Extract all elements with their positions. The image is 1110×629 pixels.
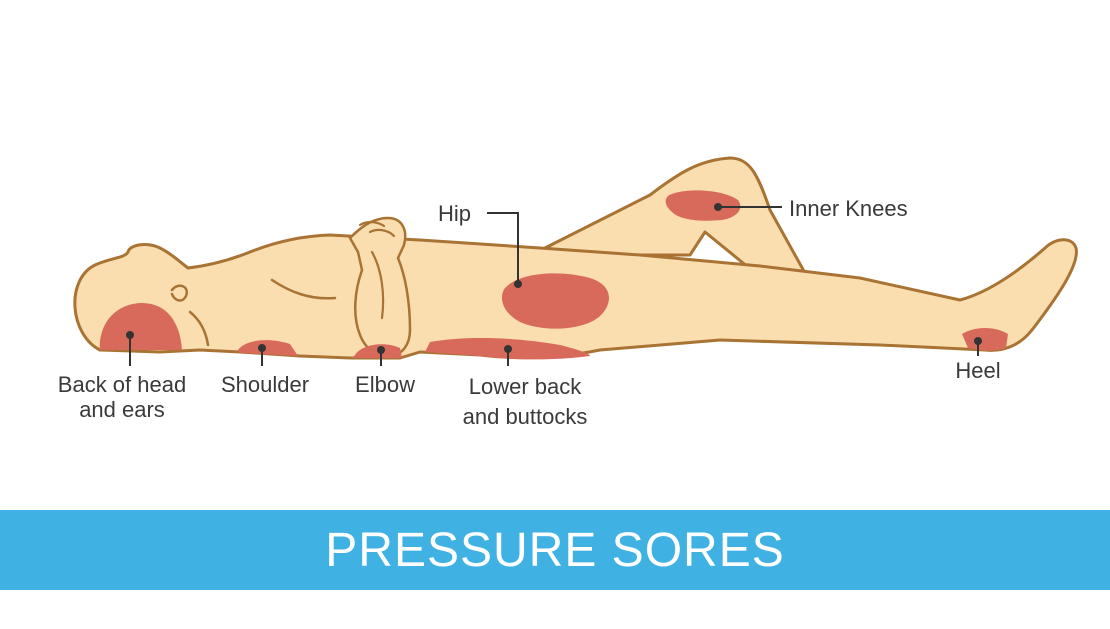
sore-elbow [352, 344, 402, 358]
label-heel: Heel [955, 358, 1001, 383]
sore-inner-knee [665, 190, 741, 221]
elbow-dot [377, 346, 385, 354]
banner-title: PRESSURE SORES [325, 523, 785, 577]
folded-arm [348, 216, 412, 358]
lower-back-dot [504, 345, 512, 353]
sore-shoulder [238, 340, 298, 356]
sore-hip [501, 273, 610, 329]
title-banner: PRESSURE SORES [0, 510, 1110, 590]
shoulder-crease [270, 278, 337, 300]
hip-leader [487, 212, 519, 284]
heel-dot [974, 337, 982, 345]
pressure-sore-areas [99, 190, 1008, 360]
ear [170, 284, 189, 302]
label-back-of-head: Back of head and ears [57, 372, 187, 422]
body-figure [73, 156, 1078, 360]
back-of-head-dot [126, 331, 134, 339]
hip-dot [514, 280, 522, 288]
label-hip: Hip [438, 201, 472, 226]
inner-knees-dot [714, 203, 722, 211]
sore-back-of-head [99, 302, 182, 350]
label-elbow: Elbow [355, 372, 415, 397]
shoulder-dot [258, 344, 266, 352]
label-lower-back: Lower back and buttocks [462, 374, 588, 429]
forearm-line [370, 250, 385, 320]
neck-line [188, 310, 210, 347]
label-leader-lines [126, 203, 982, 366]
label-shoulder: Shoulder [220, 372, 310, 397]
label-inner-knees: Inner Knees [789, 196, 908, 221]
hand-fingers [358, 220, 396, 238]
sore-heel [962, 328, 1008, 351]
